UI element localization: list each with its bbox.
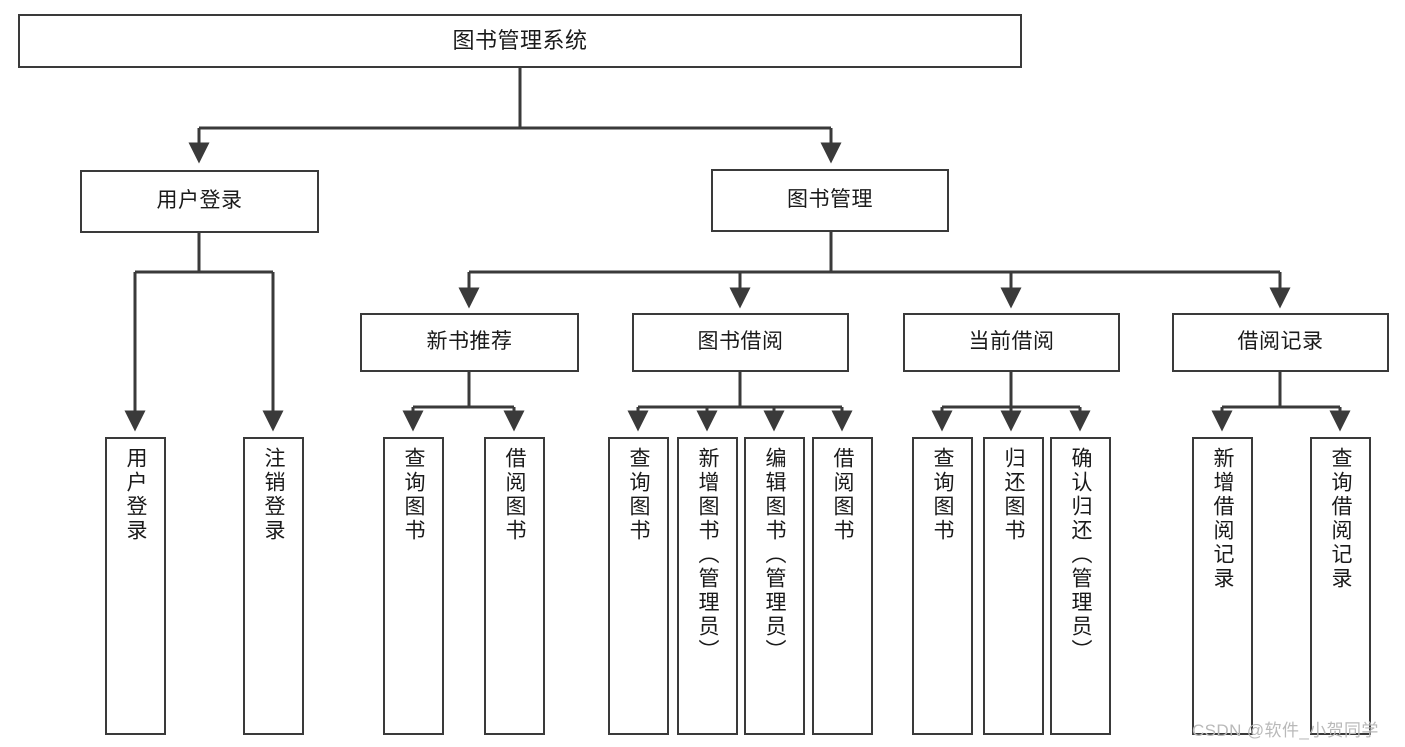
node-leaf-user-login-label: 用户登录 — [124, 447, 147, 543]
node-leaf-logout[interactable]: 注销登录 — [243, 437, 304, 735]
node-root[interactable]: 图书管理系统 — [18, 14, 1022, 68]
node-leaf-add-record[interactable]: 新增借阅记录 — [1192, 437, 1253, 735]
node-book-management[interactable]: 图书管理 — [711, 169, 949, 232]
node-leaf-query-book-3[interactable]: 查询图书 — [912, 437, 973, 735]
node-leaf-borrow-book-2[interactable]: 借阅图书 — [812, 437, 873, 735]
node-user-login[interactable]: 用户登录 — [80, 170, 319, 233]
node-leaf-add-record-label: 新增借阅记录 — [1211, 447, 1234, 591]
node-current-borrow[interactable]: 当前借阅 — [903, 313, 1120, 372]
node-leaf-edit-book-label: 编辑图书（管理员） — [763, 447, 786, 663]
node-leaf-add-book[interactable]: 新增图书（管理员） — [677, 437, 738, 735]
node-leaf-logout-label: 注销登录 — [262, 447, 285, 543]
node-leaf-query-book-2-label: 查询图书 — [627, 447, 650, 543]
node-leaf-return-book[interactable]: 归还图书 — [983, 437, 1044, 735]
node-leaf-query-record-label: 查询借阅记录 — [1329, 447, 1352, 591]
node-root-label: 图书管理系统 — [452, 28, 588, 54]
node-leaf-return-book-label: 归还图书 — [1002, 447, 1025, 543]
node-book-borrow-label: 图书借阅 — [697, 330, 784, 354]
node-leaf-borrow-book-2-label: 借阅图书 — [831, 447, 854, 543]
node-leaf-user-login[interactable]: 用户登录 — [105, 437, 166, 735]
node-leaf-confirm-return-label: 确认归还（管理员） — [1069, 447, 1092, 663]
node-book-management-label: 图书管理 — [787, 188, 873, 212]
node-leaf-query-book-1-label: 查询图书 — [402, 447, 425, 543]
node-borrow-record[interactable]: 借阅记录 — [1172, 313, 1389, 372]
node-leaf-add-book-label: 新增图书（管理员） — [696, 447, 719, 663]
node-leaf-confirm-return[interactable]: 确认归还（管理员） — [1050, 437, 1111, 735]
node-leaf-borrow-book-1-label: 借阅图书 — [503, 447, 526, 543]
node-user-login-label: 用户登录 — [156, 189, 243, 213]
node-leaf-borrow-book-1[interactable]: 借阅图书 — [484, 437, 545, 735]
node-leaf-query-record[interactable]: 查询借阅记录 — [1310, 437, 1371, 735]
node-leaf-query-book-3-label: 查询图书 — [931, 447, 954, 543]
csdn-watermark: CSDN @软件_小贺同学 — [1192, 721, 1379, 740]
node-leaf-edit-book[interactable]: 编辑图书（管理员） — [744, 437, 805, 735]
node-leaf-query-book-2[interactable]: 查询图书 — [608, 437, 669, 735]
node-book-borrow[interactable]: 图书借阅 — [632, 313, 849, 372]
node-leaf-query-book-1[interactable]: 查询图书 — [383, 437, 444, 735]
node-new-book-recommend-label: 新书推荐 — [426, 330, 513, 354]
node-borrow-record-label: 借阅记录 — [1237, 330, 1324, 354]
node-new-book-recommend[interactable]: 新书推荐 — [360, 313, 579, 372]
node-current-borrow-label: 当前借阅 — [968, 330, 1055, 354]
